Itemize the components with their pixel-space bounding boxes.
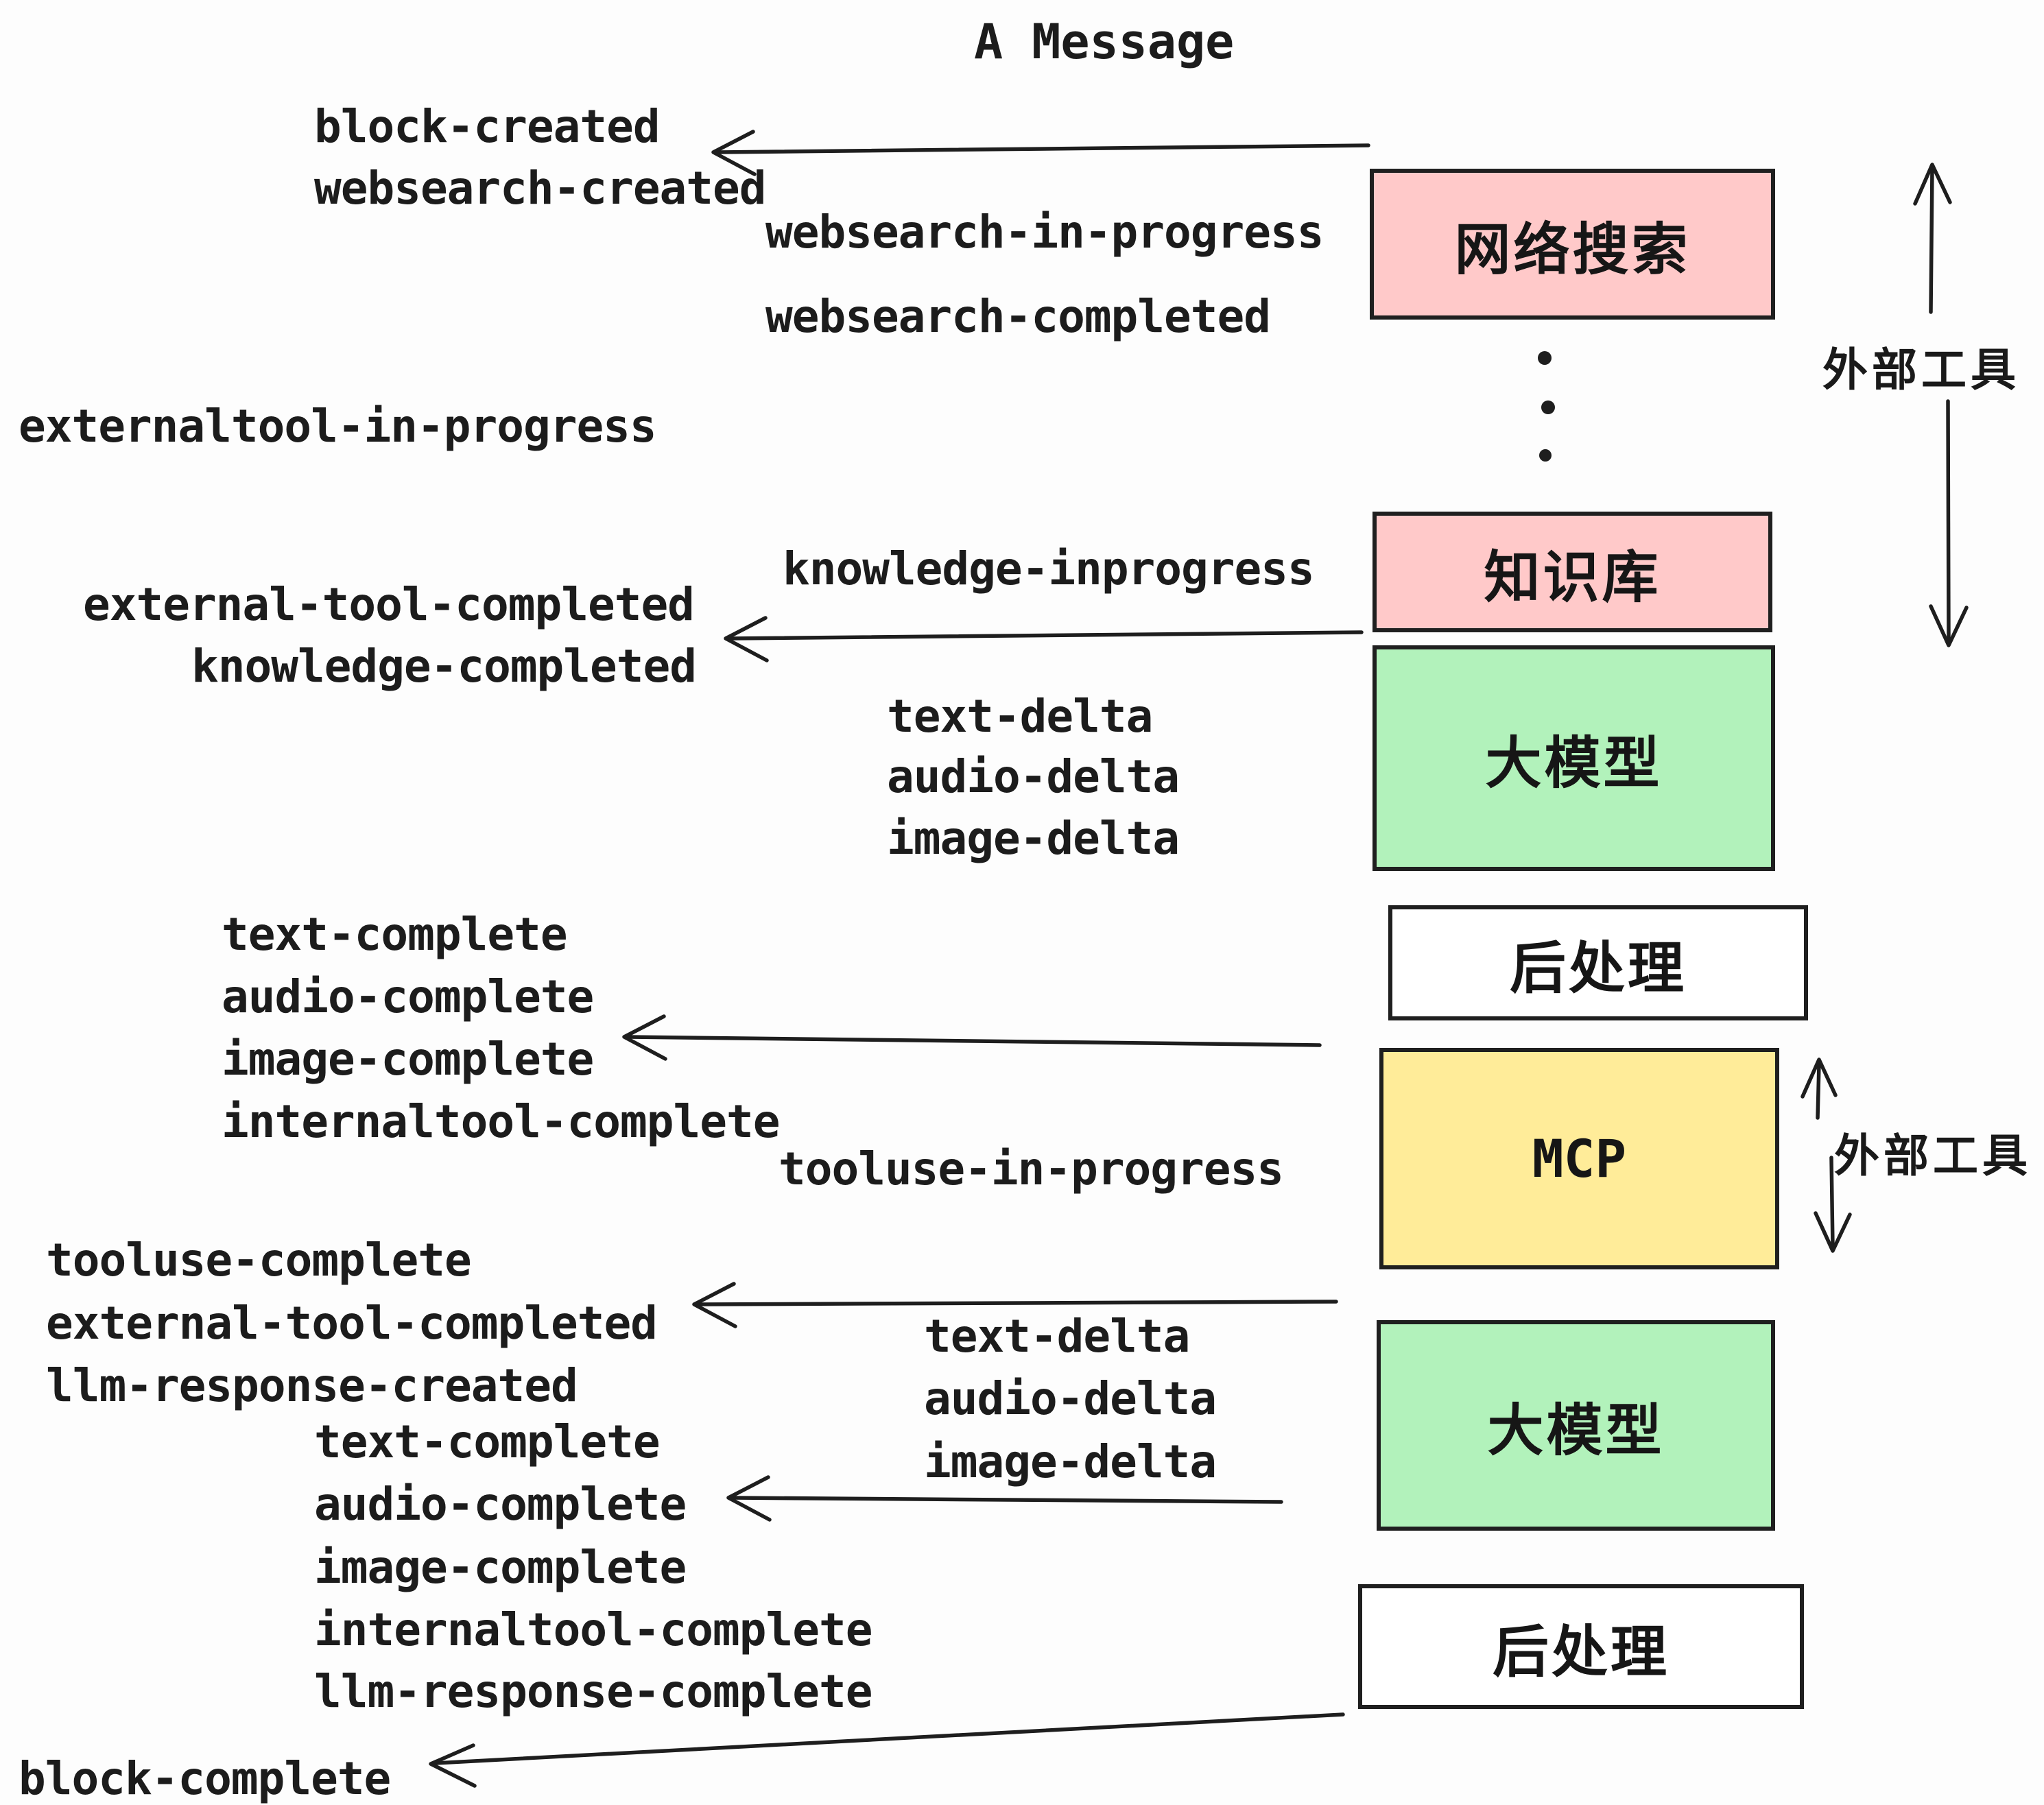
box-llm-2: 大模型 — [1377, 1320, 1775, 1531]
event-internaltool-complete-2: internaltool-complete — [314, 1603, 872, 1656]
event-external-tool-completed-2: external-tool-completed — [46, 1297, 658, 1350]
event-text-complete-1: text-complete — [222, 908, 568, 961]
box-label: 大模型 — [1485, 732, 1663, 795]
event-llm-response-created: llm-response-created — [46, 1359, 578, 1412]
event-image-delta-1: image-delta — [887, 812, 1180, 865]
event-image-complete-1: image-complete — [222, 1033, 594, 1086]
external-tools-up-arrow-bottom — [1801, 1057, 1838, 1120]
event-knowledge-completed: knowledge-completed — [191, 640, 697, 693]
event-websearch-completed: websearch-completed — [765, 290, 1271, 343]
box-mcp: MCP — [1379, 1048, 1779, 1269]
event-audio-complete-2: audio-complete — [314, 1478, 687, 1531]
event-websearch-created: websearch-created — [314, 162, 767, 215]
label-external-tools-top: 外部工具 — [1822, 344, 2020, 395]
event-audio-delta-2: audio-delta — [924, 1372, 1217, 1425]
box-postprocess-2: 后处理 — [1358, 1584, 1804, 1709]
box-label: 大模型 — [1487, 1400, 1665, 1462]
ellipsis-dots — [1538, 351, 1555, 462]
arrow-to-block-created — [711, 130, 1370, 176]
event-text-delta-1: text-delta — [887, 690, 1153, 743]
event-image-delta-2: image-delta — [924, 1435, 1217, 1488]
event-tooluse-complete: tooluse-complete — [46, 1234, 472, 1287]
box-llm-1: 大模型 — [1372, 645, 1775, 871]
event-block-created: block-created — [314, 100, 661, 153]
arrow-to-image-complete — [622, 1014, 1322, 1061]
event-tooluse-in-progress: tooluse-in-progress — [779, 1143, 1284, 1195]
arrow-to-block-complete — [429, 1712, 1345, 1788]
box-label: 后处理 — [1509, 937, 1687, 1000]
event-audio-complete-1: audio-complete — [222, 970, 594, 1023]
event-image-complete-2: image-complete — [314, 1541, 687, 1594]
box-label: 后处理 — [1492, 1621, 1669, 1684]
event-internaltool-complete-1: internaltool-complete — [222, 1095, 780, 1148]
box-label: 知识库 — [1484, 546, 1661, 609]
label-external-tools-bottom: 外部工具 — [1834, 1130, 2032, 1181]
box-websearch: 网络搜索 — [1370, 169, 1775, 320]
event-text-delta-2: text-delta — [924, 1310, 1190, 1363]
external-tools-up-arrow-top — [1913, 163, 1952, 314]
diagram-title: A Message — [974, 14, 1235, 70]
event-websearch-in-progress: websearch-in-progress — [765, 206, 1324, 259]
box-postprocess-1: 后处理 — [1388, 905, 1808, 1020]
event-llm-response-complete: llm-response-complete — [314, 1665, 872, 1718]
event-text-complete-2: text-complete — [314, 1415, 661, 1468]
event-audio-delta-1: audio-delta — [887, 750, 1180, 803]
box-label: MCP — [1532, 1128, 1627, 1189]
event-block-complete: block-complete — [19, 1752, 391, 1805]
box-label: 网络搜索 — [1454, 218, 1691, 281]
event-externaltool-in-progress: externaltool-in-progress — [19, 400, 657, 453]
box-knowledge-base: 知识库 — [1372, 512, 1772, 632]
event-knowledge-inprogress: knowledge-inprogress — [783, 542, 1315, 595]
external-tools-down-arrow-top — [1929, 399, 1969, 647]
event-external-tool-completed: external-tool-completed — [83, 578, 695, 631]
arrow-to-knowledge-completed — [724, 616, 1364, 662]
